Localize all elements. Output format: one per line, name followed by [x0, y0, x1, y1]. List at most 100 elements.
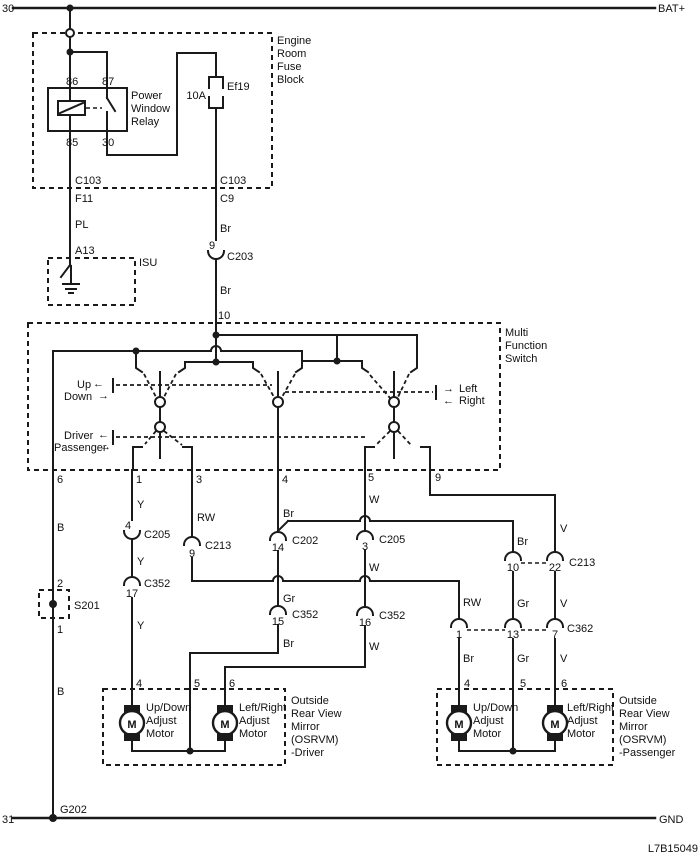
drv-osrvm-label-4: (OSRVM) — [291, 734, 338, 746]
psg-pin-4: 4 — [464, 678, 470, 690]
wire-gr-1: Gr — [283, 593, 296, 605]
bus-top-left: 30 — [2, 3, 14, 15]
wire-w-3: W — [369, 641, 380, 653]
drv-leftright-label-1: Left/Right — [239, 702, 286, 714]
connector-c205-3 — [355, 530, 375, 541]
conn-c213-9-pin: 9 — [189, 548, 195, 560]
psg-leftright-label-1: Left/Right — [567, 702, 614, 714]
ground-symbol — [62, 265, 80, 294]
conn-c352-16-pin: 16 — [359, 617, 371, 629]
relay-label-1: Power — [131, 90, 163, 102]
conn-c205-4-pin: 4 — [125, 520, 131, 532]
wire-br-2: Br — [220, 285, 231, 297]
s201-pin-1: 1 — [57, 624, 63, 636]
wire-w-2: W — [369, 562, 380, 574]
osrvm-driver-block — [102, 688, 286, 766]
wire-gr-3: Gr — [517, 653, 530, 665]
relay-coil-diagonal — [58, 101, 85, 115]
wire-br-3: Br — [283, 508, 294, 520]
mfs-label-2: Function — [505, 340, 547, 352]
psg-osrvm-label-4: (OSRVM) — [619, 734, 666, 746]
power-window-relay — [47, 87, 128, 132]
fuse-name: Ef19 — [227, 81, 250, 93]
connector-c213-9 — [182, 536, 202, 547]
splice-s201 — [38, 589, 70, 619]
wire-br-4: Br — [283, 638, 294, 650]
pin-a13: A13 — [75, 245, 95, 257]
conn-c202-14-pin: 14 — [272, 542, 284, 554]
wire-v-2: V — [560, 598, 568, 610]
mfs-pin-5: 5 — [368, 472, 374, 484]
conn-c205-3-pin: 3 — [362, 541, 368, 553]
conn-c362-1-pin: 1 — [456, 629, 462, 641]
sw-up-arrow: ← — [93, 378, 104, 390]
passenger-updown-motor — [445, 705, 473, 752]
psg-updown-label-2: Adjust — [473, 715, 504, 727]
erfb-label-1: Engine — [277, 35, 311, 47]
psg-updown-label-1: Up/Down — [473, 702, 518, 714]
ground-rail — [11, 814, 657, 822]
wire-branch-87 — [69, 51, 108, 89]
drv-updown-label-1: Up/Down — [146, 702, 191, 714]
psg-updown-motor-m: M — [454, 719, 463, 731]
wire-pl: PL — [75, 219, 88, 231]
sw-down: Down — [64, 391, 92, 403]
psg-leftright-label-2: Adjust — [567, 715, 598, 727]
conn-c352-15: C352 — [292, 609, 318, 621]
fuse-ef19 — [208, 76, 224, 109]
mfs-pin-4: 4 — [282, 474, 288, 486]
drv-osrvm-label-1: Outside — [291, 695, 329, 707]
wire-br-6: Br — [463, 653, 474, 665]
relay-pin-30: 30 — [102, 137, 114, 149]
conn-c352-16: C352 — [379, 610, 405, 622]
passenger-leftright-motor — [541, 705, 569, 752]
sw-down-arrow: → — [98, 390, 109, 402]
conn-c362-13-pin: 13 — [507, 629, 519, 641]
lower-contact-diagonals — [144, 430, 412, 446]
mfs-pin-6: 6 — [57, 474, 63, 486]
output-brackets — [132, 446, 431, 471]
sw-driver-arrow: ← — [98, 429, 109, 441]
relay-pin-87: 87 — [102, 76, 114, 88]
psg-osrvm-label-1: Outside — [619, 695, 657, 707]
psg-leftright-label-3: Motor — [567, 728, 595, 740]
sw-driver: Driver — [64, 430, 94, 442]
erfb-label-3: Fuse — [277, 61, 301, 73]
wire-b-1: B — [57, 522, 64, 534]
wire-rw-2: RW — [463, 597, 482, 609]
wire-30-to-fuse — [106, 52, 217, 156]
bulkhead-connector-circle — [65, 28, 75, 38]
battery-rail — [11, 4, 657, 12]
conn-c213-10-pin: 10 — [507, 562, 519, 574]
conn-c352-15-pin: 15 — [272, 616, 284, 628]
osrvm-passenger-block — [436, 688, 614, 766]
linkage-ticks — [112, 378, 437, 445]
drv-updown-label-3: Motor — [146, 728, 174, 740]
isu-unit — [47, 257, 136, 306]
conn-c203-pin: 9 — [209, 240, 215, 252]
drv-pin-6: 6 — [229, 678, 235, 690]
fuse-rating: 10A — [186, 90, 206, 102]
s201-label: S201 — [74, 600, 100, 612]
inline-connectors — [122, 529, 565, 631]
conn-c362: C362 — [567, 623, 593, 635]
connector-c362-7 — [545, 618, 565, 629]
mfs-label-3: Switch — [505, 353, 537, 365]
wire-b-2: B — [57, 686, 64, 698]
connector-c352-16 — [355, 606, 375, 617]
wire-rw-cross — [191, 575, 460, 619]
connector-c213-22 — [545, 551, 565, 562]
drv-leftright-label-2: Adjust — [239, 715, 270, 727]
mfs-pin-3: 3 — [196, 474, 202, 486]
mfs-feed-line-a — [215, 334, 418, 374]
connector-c362-13 — [503, 618, 523, 629]
conn-c205-4: C205 — [144, 529, 170, 541]
wire-v-3: V — [560, 653, 568, 665]
connector-c362-1 — [449, 618, 469, 629]
sw-left: Left — [459, 383, 477, 395]
mfs-seg-right — [303, 360, 370, 374]
drv-pin-5: 5 — [194, 678, 200, 690]
